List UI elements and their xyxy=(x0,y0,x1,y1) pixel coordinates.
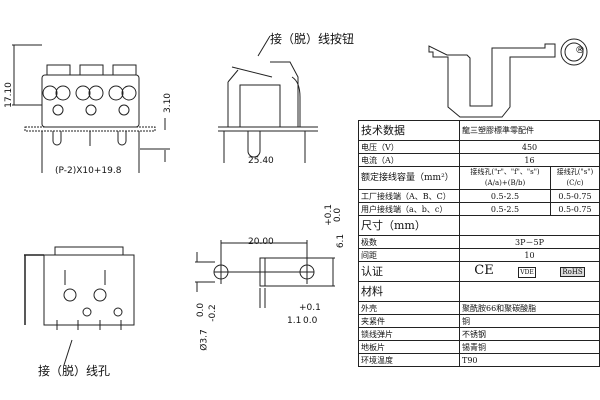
dim-hole-h-tol-minus: 0.0 xyxy=(333,207,344,223)
current: 16 xyxy=(459,153,600,167)
temp: T90 xyxy=(459,353,600,367)
dim-depth: 25.40 xyxy=(248,156,274,166)
cert-label: 认证 xyxy=(358,261,460,282)
vde-mark: VDE xyxy=(518,267,536,278)
dim-slot-tol-plus: +0.1 xyxy=(299,303,321,313)
side-view xyxy=(218,35,318,163)
clamp-label: 夹紧件 xyxy=(358,314,460,328)
user-label: 用户接线端（a、b、c） xyxy=(358,202,460,216)
factory-2: 0.5-0.75 xyxy=(550,189,600,203)
rated-col1: 接线孔("r"、"f"、"s")(A/a)+(B/b) xyxy=(459,166,551,190)
user-2: 0.5-0.75 xyxy=(550,202,600,216)
user-1: 0.5-2.5 xyxy=(459,202,551,216)
rohs-mark: RoHS xyxy=(560,267,585,277)
material-label: 材料 xyxy=(358,281,460,302)
pitch-label: 间距 xyxy=(358,248,460,262)
factory-label: 工厂接线端（A、B、C） xyxy=(358,189,460,203)
hole-pattern xyxy=(195,240,335,308)
dim-width: (P-2)X10+19.8 xyxy=(55,166,122,176)
housing-label: 外壳 xyxy=(358,301,460,315)
spring: 不锈钢 xyxy=(459,327,600,341)
company-logo xyxy=(428,38,588,118)
rated-col2: 接线孔("s")(C/c) xyxy=(550,166,600,190)
footprint-view xyxy=(24,246,135,366)
base-label: 地板片 xyxy=(358,340,460,354)
ce-mark: CE xyxy=(474,263,494,278)
temp-label: 环境温度 xyxy=(358,353,460,367)
current-label: 电流（A） xyxy=(358,153,460,167)
factory-1: 0.5-2.5 xyxy=(459,189,551,203)
title-value: 龍三塑膠標準零配件 xyxy=(459,120,600,141)
spring-label: 锁线弹片 xyxy=(358,327,460,341)
size-label: 尺寸（mm） xyxy=(358,215,460,236)
poles: 3P－5P xyxy=(459,235,600,249)
dim-dia-tol-plus: 0.0 xyxy=(196,302,207,318)
dim-hole-h: 6.1 xyxy=(336,233,347,249)
dim-dia: Ø3.7 xyxy=(199,329,210,351)
dim-pin: 3.10 xyxy=(163,92,174,114)
base: 锡青铜 xyxy=(459,340,600,354)
dim-height: 17.10 xyxy=(3,82,14,108)
cert-marks: CE VDE RoHS xyxy=(459,261,600,282)
poles-label: 极数 xyxy=(358,235,460,249)
dim-dia-tol-minus: -0.2 xyxy=(207,304,218,322)
dim-pitch: 20.00 xyxy=(248,237,274,247)
pitch: 10 xyxy=(459,248,600,262)
title: 技术数据 xyxy=(358,120,460,141)
rated-label: 额定接线容量（mm²） xyxy=(358,166,460,190)
registered-mark: ® xyxy=(575,45,585,56)
dim-slot: 1.1 xyxy=(287,316,302,326)
voltage: 450 xyxy=(459,140,600,154)
housing: 聚酰胺66和聚碳酸脂 xyxy=(459,301,600,315)
front-view xyxy=(12,44,170,173)
voltage-label: 电压（V） xyxy=(358,140,460,154)
clamp: 铜 xyxy=(459,314,600,328)
spec-table: 技术数据龍三塑膠標準零配件 电压（V）450 电流（A）16 额定接线容量（mm… xyxy=(358,120,600,367)
callout-hole: 接（脱）线孔 xyxy=(38,364,111,378)
dim-slot-tol-minus: 0.0 xyxy=(303,316,318,326)
callout-button: 接（脱）线按钮 xyxy=(270,32,355,46)
